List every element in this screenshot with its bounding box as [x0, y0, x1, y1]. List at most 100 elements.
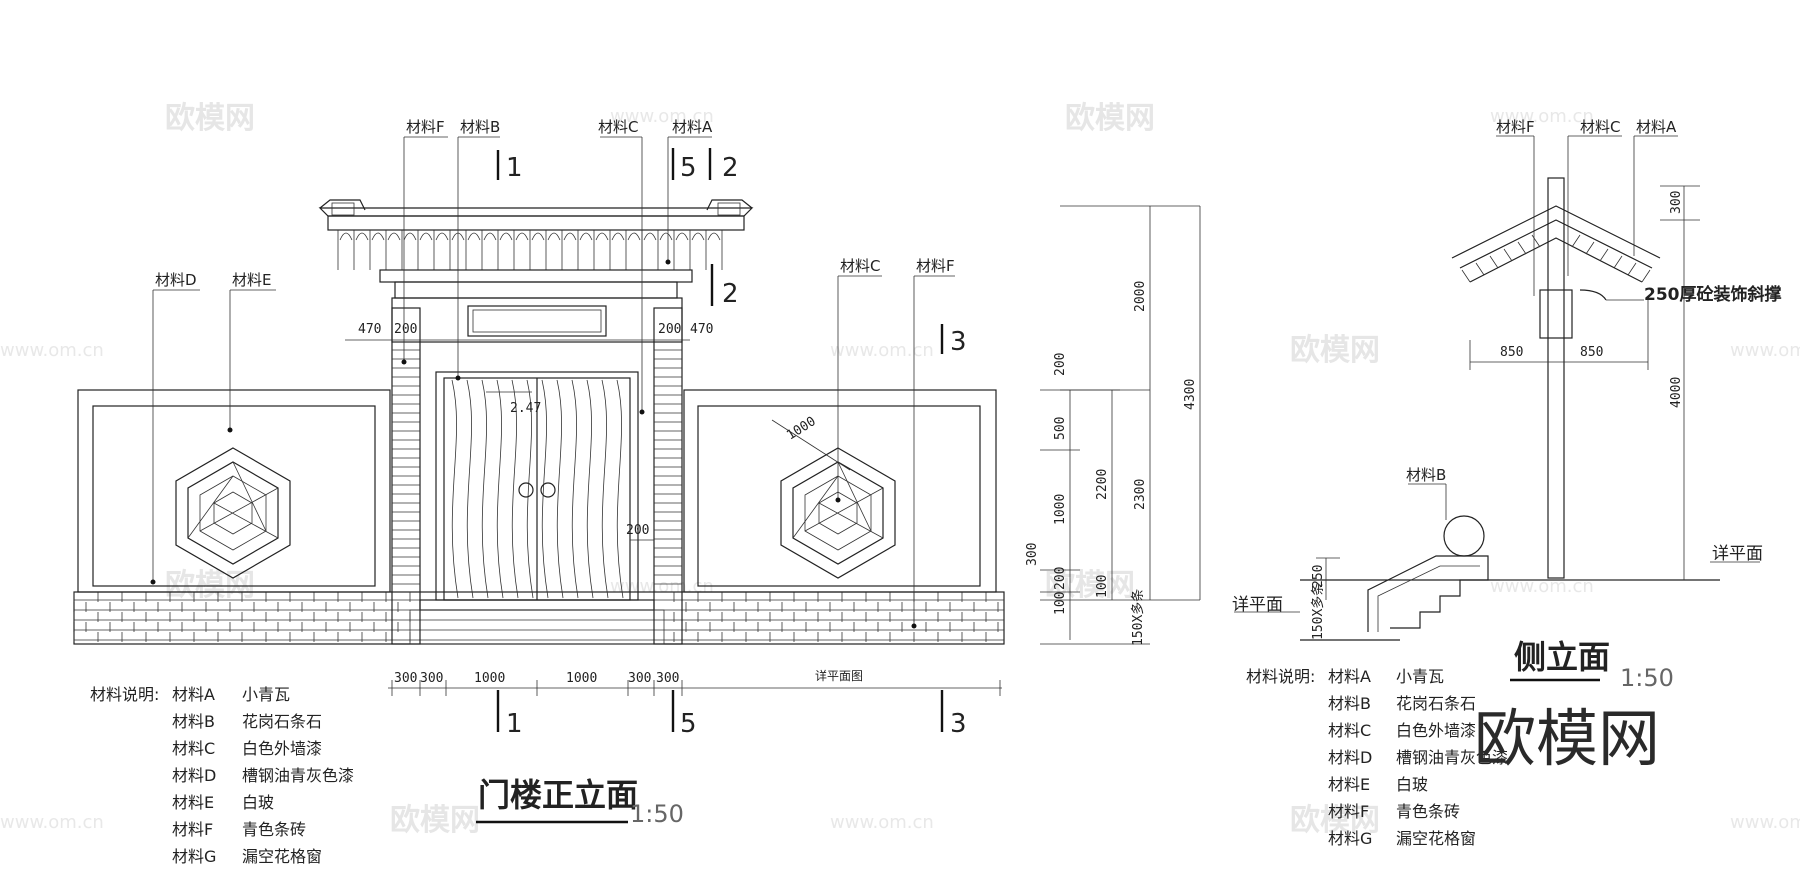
side-dim-label: 150X多条 — [1310, 583, 1326, 640]
legend-value: 青色条砖 — [1396, 802, 1460, 821]
dim-label: 300 — [1025, 543, 1040, 566]
dim-label: 1000 — [1053, 494, 1068, 525]
legend-key: 材料G — [172, 847, 216, 866]
dim-label-plan-ref: 详平面图 — [815, 668, 863, 683]
front-callouts — [152, 136, 955, 626]
watermark-brand: 欧模网 — [1290, 333, 1380, 368]
callout-material-e: 材料E — [232, 271, 271, 289]
side-dim-label: 300 — [1669, 191, 1684, 214]
front-elevation-title: 门楼正立面 — [478, 776, 638, 814]
section-mark-label: 2 — [722, 279, 739, 309]
brand-logo: 欧模网 — [1474, 702, 1660, 775]
legend-key: 材料C — [172, 739, 215, 758]
side-dim-label: 250 — [1311, 565, 1326, 588]
watermark-site: www.om.cn — [830, 812, 934, 833]
legend-heading: 材料说明: — [90, 685, 159, 704]
dim-label: 200 — [626, 523, 649, 538]
dim-label: 200 — [1053, 567, 1068, 590]
callout-material-d: 材料D — [155, 271, 197, 289]
callout-material-f: 材料F — [406, 118, 445, 136]
lattice-window-left — [175, 447, 291, 579]
side-dimensions — [1316, 185, 1700, 600]
dim-label: 200 — [394, 322, 417, 337]
callout-material-a: 材料A — [672, 118, 713, 136]
section-mark-label: 5 — [680, 709, 697, 739]
section-mark-label: 5 — [680, 153, 697, 183]
front-elevation — [73, 199, 1005, 645]
watermark-site: www.om.cn — [0, 340, 104, 361]
watermark-site: www.om.cn — [1490, 576, 1594, 597]
legend-value: 白色外墙漆 — [1396, 721, 1476, 740]
watermark-site: www.om.cn — [0, 812, 104, 833]
side-callout-material-a: 材料A — [1636, 118, 1677, 136]
legend-key: 材料E — [172, 793, 214, 812]
watermark-brand: 欧模网 — [390, 803, 480, 838]
dim-label: 2.47 — [510, 401, 541, 416]
dim-label: 2300 — [1133, 479, 1148, 510]
dim-label: 300 — [420, 671, 443, 686]
legend-value: 小青瓦 — [1396, 667, 1444, 686]
side-callouts — [1408, 135, 1678, 520]
legend-key: 材料B — [1328, 694, 1371, 713]
legend-value: 白色外墙漆 — [242, 739, 322, 758]
dim-label: 470 — [358, 322, 381, 337]
section-marks — [496, 148, 944, 732]
dim-label: 300 — [394, 671, 417, 686]
lattice-window-right — [780, 447, 896, 579]
watermark-brand: 欧模网 — [1290, 803, 1380, 838]
legend-front: 材料说明: 材料A 小青瓦 材料B 花岗石条石 材料C 白色外墙漆 材料D 槽钢… — [90, 685, 354, 866]
dim-label: 1000 — [474, 671, 505, 686]
dimensions-bottom — [388, 680, 1002, 696]
legend-key: 材料C — [1328, 721, 1371, 740]
legend-key: 材料D — [172, 766, 216, 785]
legend-value: 青色条砖 — [242, 820, 306, 839]
side-elevation-scale: 1:50 — [1620, 664, 1674, 692]
dim-label: 100 — [1053, 592, 1068, 615]
legend-value: 槽钢油青灰色漆 — [1396, 748, 1508, 767]
legend-value: 白玻 — [242, 793, 274, 812]
side-note-bracket: 250厚砼装饰斜撑 — [1644, 284, 1782, 305]
dimensions-vertical — [1040, 205, 1201, 645]
dimensions-top — [345, 339, 851, 541]
dim-label: 470 — [690, 322, 713, 337]
side-elevation — [1300, 177, 1720, 641]
legend-key: 材料G — [1328, 829, 1372, 848]
legend-value: 白玻 — [1396, 775, 1428, 794]
legend-value: 漏空花格窗 — [1396, 829, 1476, 848]
side-elevation-title: 侧立面 — [1514, 638, 1610, 676]
dim-label: 200 — [1053, 353, 1068, 376]
legend-key: 材料A — [172, 685, 215, 704]
watermark-site: www.om.cn — [1730, 340, 1800, 361]
dim-label: 150X多条 — [1130, 589, 1146, 646]
dim-label: 4300 — [1183, 379, 1198, 410]
watermark-site: www.om.cn — [610, 106, 714, 127]
callout-material-c: 材料C — [598, 118, 638, 136]
callout-material-c: 材料C — [840, 257, 880, 275]
side-callout-material-f: 材料F — [1496, 118, 1535, 136]
legend-value: 花岗石条石 — [1396, 694, 1476, 713]
dim-label: 2200 — [1095, 469, 1110, 500]
side-dim-label: 4000 — [1669, 377, 1684, 408]
dim-label: 300 — [656, 671, 679, 686]
watermark-brand: 欧模网 — [1045, 568, 1135, 603]
dim-label: 2000 — [1133, 281, 1148, 312]
callout-material-f: 材料F — [916, 257, 955, 275]
watermark-brand: 欧模网 — [165, 101, 255, 136]
legend-heading: 材料说明: — [1246, 667, 1315, 686]
side-callout-material-b: 材料B — [1406, 466, 1446, 484]
dim-label: 300 — [628, 671, 651, 686]
side-note-plan-left: 详平面 — [1232, 595, 1283, 615]
side-note-plan-right: 详平面 — [1712, 544, 1763, 564]
legend-value: 漏空花格窗 — [242, 847, 322, 866]
legend-key: 材料E — [1328, 775, 1370, 794]
legend-key: 材料F — [172, 820, 213, 839]
callout-material-b: 材料B — [460, 118, 500, 136]
side-dim-label: 850 — [1500, 345, 1523, 360]
legend-value: 花岗石条石 — [242, 712, 322, 731]
section-mark-label: 3 — [950, 709, 967, 739]
watermark-site: www.om.cn — [1490, 106, 1594, 127]
section-mark-label: 2 — [722, 153, 739, 183]
section-mark-label: 1 — [506, 709, 523, 739]
legend-value: 小青瓦 — [242, 685, 290, 704]
section-mark-label: 1 — [506, 153, 523, 183]
